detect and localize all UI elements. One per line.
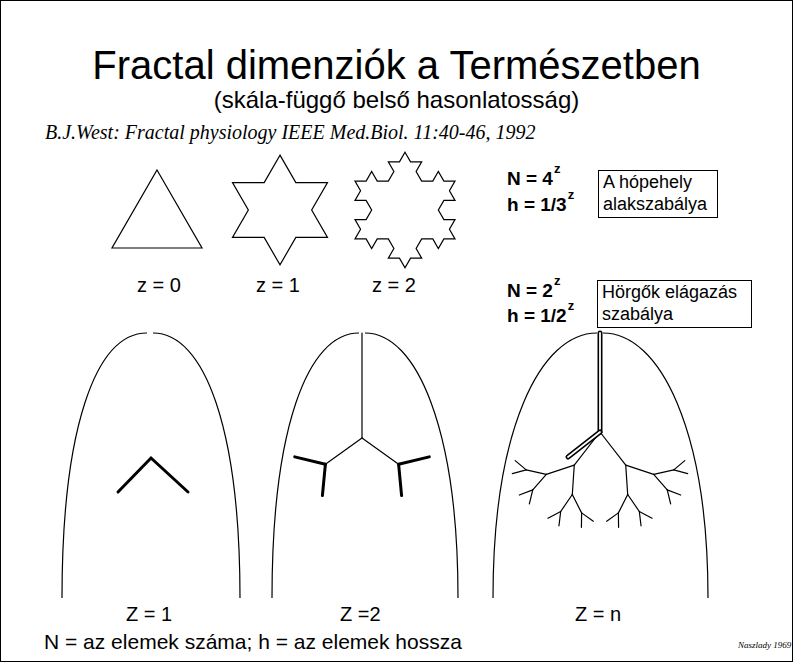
bronchus-branch [674, 470, 688, 474]
exponent: z [568, 299, 575, 314]
bronchus-branch [598, 333, 603, 432]
iteration-label: z = 2 [372, 274, 416, 297]
lung-outline [365, 333, 458, 598]
iteration-label: Z =2 [340, 603, 381, 626]
bronchus-branch [548, 511, 561, 518]
bronchus-branch [295, 457, 326, 464]
bronchus-branch [654, 474, 668, 489]
bronchus-branch [581, 513, 582, 527]
bronchus-branch [559, 511, 561, 525]
lung-outline [153, 333, 240, 598]
bronchus-branch [582, 513, 594, 521]
bronchus-branch [572, 465, 574, 494]
rule-box: A hópehely alakszabálya [598, 170, 718, 218]
bronchus-branch [325, 438, 362, 464]
rule-box: Hörgők elágazás szabálya [597, 280, 752, 328]
bronchus-branch [118, 458, 188, 492]
bronchus-branch [599, 333, 601, 432]
bronchus-branch [515, 461, 526, 470]
bronchus-branch [362, 438, 399, 464]
bronchus-branch [526, 470, 546, 474]
bronchus-branch [572, 495, 581, 513]
iteration-label: Z = 1 [126, 603, 172, 626]
bronchus-branch [618, 495, 627, 513]
iteration-label: Z = n [575, 603, 621, 626]
exponent: z [554, 274, 561, 289]
box-text: A hópehely alakszabálya [603, 172, 713, 215]
bronchus-branch [399, 457, 430, 464]
bronchus-branch [568, 432, 600, 457]
box-text: Hörgők elágazás szabálya [602, 282, 747, 325]
subtitle: (skála-függő belső hasonlatosság) [0, 86, 793, 114]
bronchus-branch [322, 464, 325, 495]
formula: h = 1/3 [507, 194, 567, 216]
formula: N = 2 [507, 280, 553, 302]
bronchus-branch [533, 474, 547, 489]
bronchus-branch [626, 465, 628, 494]
bronchus-branch [667, 490, 680, 495]
lung-outline [603, 333, 708, 598]
bronchus-branch [600, 432, 626, 465]
koch-snowflake [112, 170, 202, 248]
bronchus-branch [546, 465, 574, 474]
bronchial-trees [118, 333, 688, 527]
bronchus-branch [561, 495, 573, 512]
citation: B.J.West: Fractal physiology IEEE Med.Bi… [45, 121, 535, 144]
lung-outline [493, 333, 597, 598]
lung-outline [62, 333, 147, 598]
bronchus-branch [654, 470, 674, 474]
bronchus-branch [512, 470, 526, 474]
exponent: z [554, 162, 561, 177]
formula: N = 4 [507, 168, 553, 190]
koch-snowflake [355, 152, 455, 267]
bronchus-branch [399, 464, 402, 495]
bronchus-branch [568, 432, 600, 457]
bronchus-branch [639, 511, 652, 518]
koch-snowflake [233, 155, 328, 265]
bronchus-branch [628, 495, 640, 512]
slide-title: Fractal dimenziók a Természetben [0, 42, 793, 88]
iteration-label: z = 1 [256, 274, 300, 297]
bronchus-branch [639, 511, 641, 525]
lung-outlines [62, 333, 708, 598]
bronchus-branch [626, 465, 654, 474]
bronchus-branch [361, 333, 362, 438]
koch-snowflakes [112, 152, 455, 267]
bronchus-branch [618, 513, 619, 527]
bronchus-branch [667, 490, 670, 504]
iteration-label: z = 0 [137, 274, 181, 297]
formula: h = 1/2 [507, 305, 567, 327]
bronchus-branch [529, 490, 532, 504]
bronchus-branch [519, 490, 532, 495]
exponent: z [568, 188, 575, 203]
lung-outline [272, 333, 359, 598]
bronchus-branch [607, 513, 619, 521]
author-credit: Naszlady 1969 [738, 640, 791, 650]
bronchus-branch [674, 461, 685, 470]
legend-note: N = az elemek száma; h = az elemek hossz… [44, 630, 462, 654]
